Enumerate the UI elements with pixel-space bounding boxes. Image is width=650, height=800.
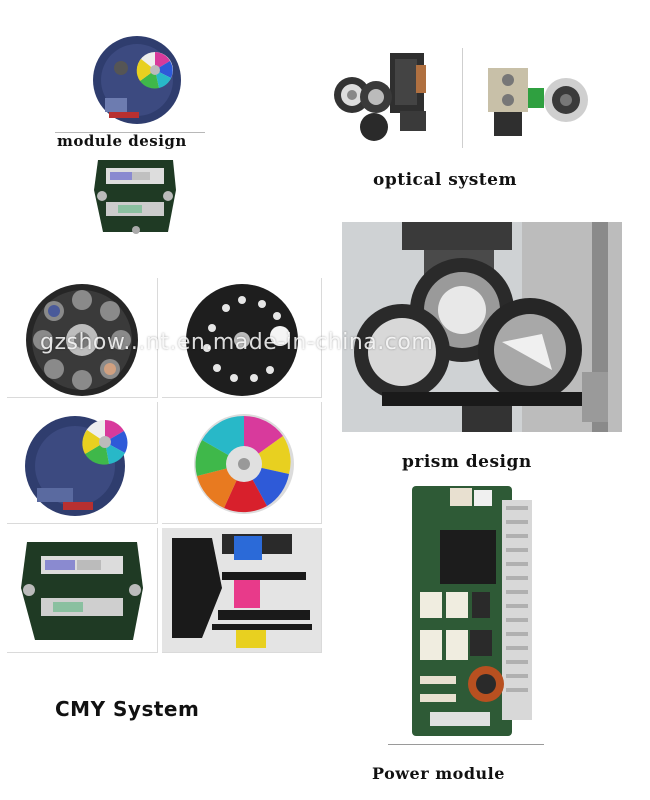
module-design-caption: module design	[57, 132, 187, 150]
watermark-text: gzshow...nt.en.made-in-china.com	[40, 330, 434, 355]
color-module-photo	[7, 402, 158, 524]
color-wheel-photo	[162, 402, 322, 524]
cmy-system-caption: CMY System	[55, 697, 200, 721]
cmy-filters-photo	[162, 528, 322, 653]
optical-system-caption: optical system	[373, 170, 517, 190]
power-module-caption: Power module	[372, 764, 505, 783]
optical-divider	[462, 48, 463, 148]
module-design-photo	[85, 28, 195, 128]
cmy-board-photo	[7, 528, 158, 653]
power-module-divider	[388, 744, 544, 745]
optical-system-photo-left	[330, 45, 442, 145]
gobo-pattern-wheel-photo	[162, 278, 322, 398]
power-module-photo	[390, 480, 540, 745]
prism-design-photo	[342, 222, 622, 432]
cmy-board-photo-top	[88, 150, 183, 242]
module-divider	[55, 132, 205, 133]
gobo-wheel-photo	[7, 278, 158, 398]
prism-design-caption: prism design	[402, 452, 532, 472]
optical-system-photo-right	[480, 58, 590, 148]
